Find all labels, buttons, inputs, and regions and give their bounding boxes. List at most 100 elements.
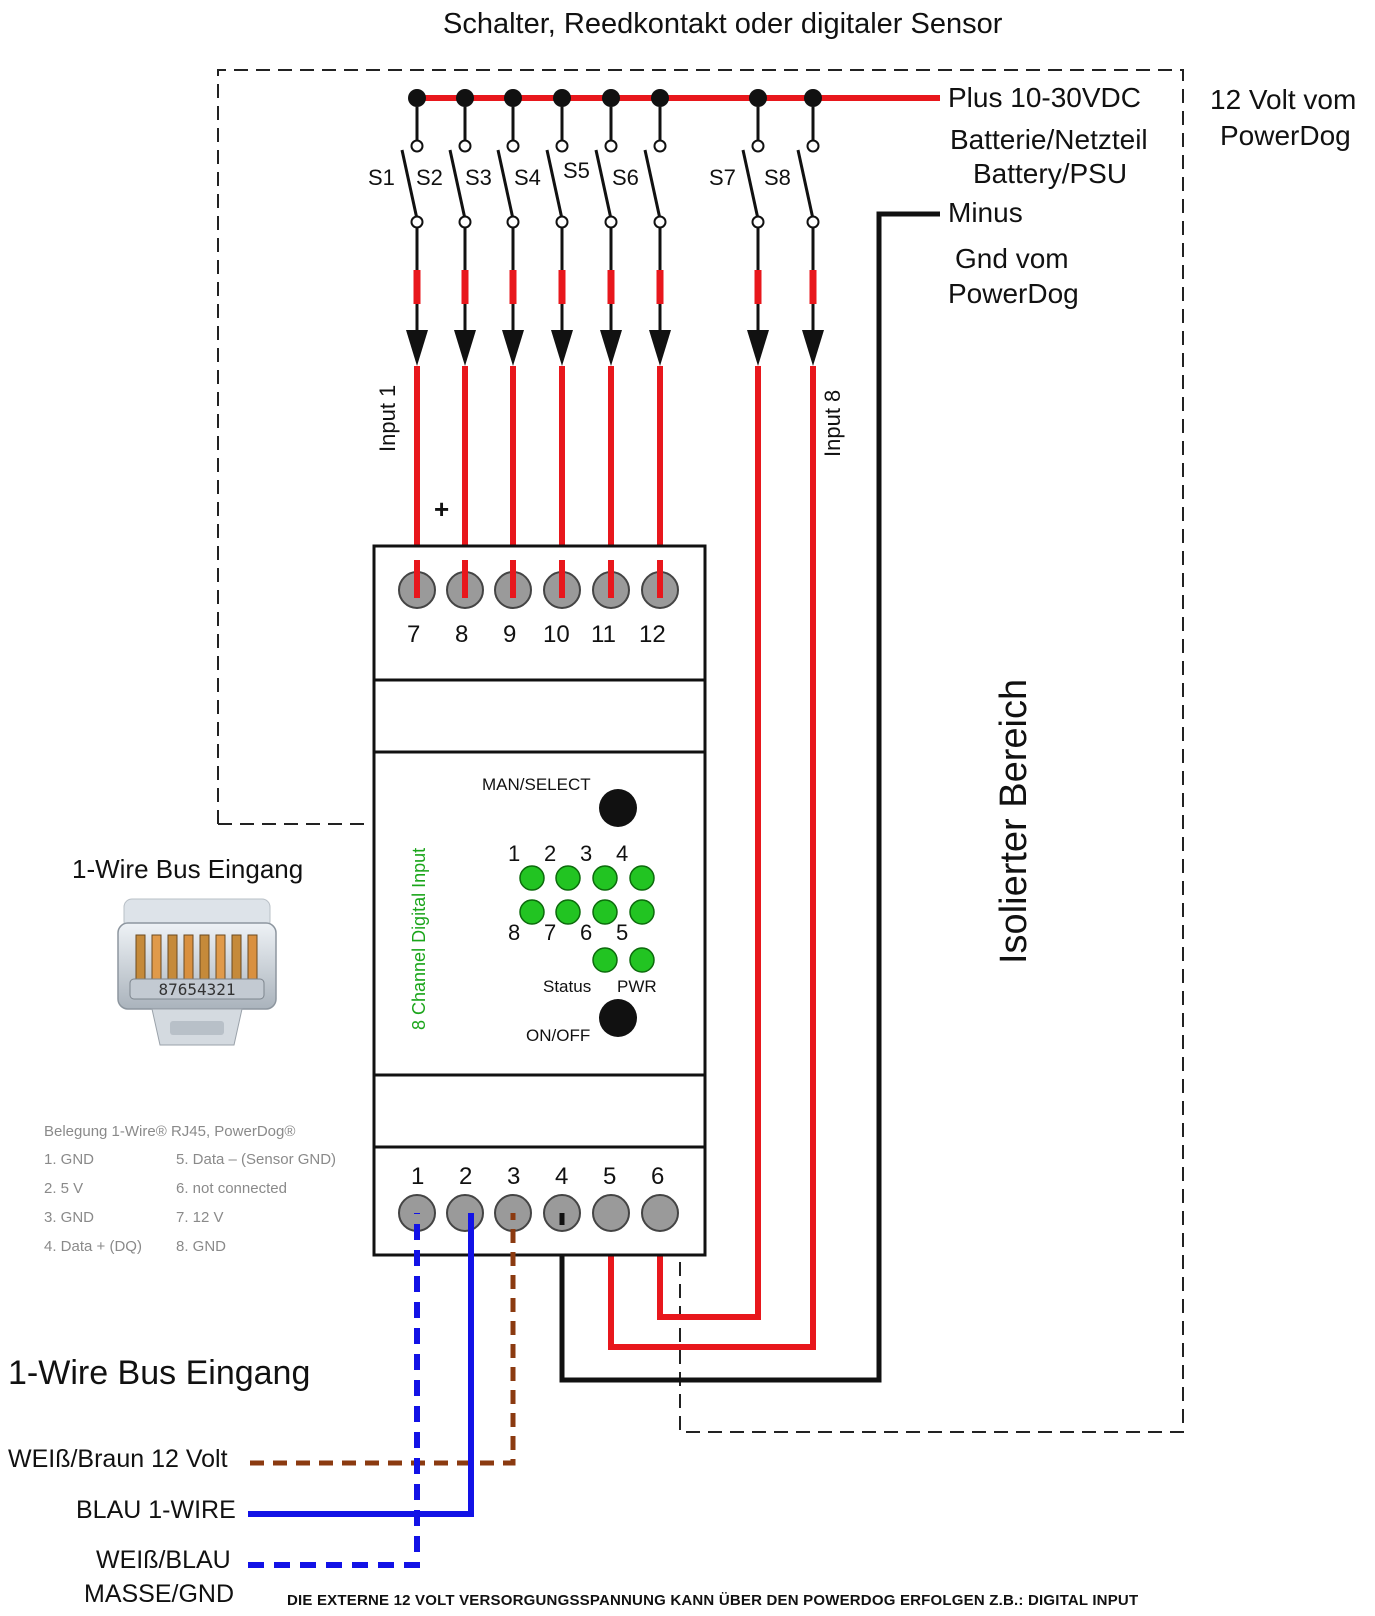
switch-label: S1 (368, 165, 395, 190)
terminal-number: 5 (603, 1163, 617, 1190)
input-8-label: Input 8 (820, 389, 845, 457)
wire-white-brown-label: WEIß/Braun 12 Volt (8, 1445, 228, 1473)
rj45-pin (215, 934, 226, 980)
channel-led (519, 865, 545, 891)
terminal-number: 12 (639, 621, 666, 648)
switch-label: S8 (764, 165, 791, 190)
terminal-number: 10 (543, 621, 570, 648)
switch-contact (458, 215, 472, 229)
input-arrow (502, 330, 524, 366)
terminal-number: 1 (411, 1163, 425, 1190)
switch-contact (604, 215, 618, 229)
switch-contact (506, 215, 520, 229)
switch-blade (796, 149, 815, 220)
bus-junction-dot (804, 89, 822, 107)
onewire-heading-small: 1-Wire Bus Eingang (72, 854, 304, 884)
terminal-number: 7 (407, 621, 421, 648)
led-number: 5 (616, 920, 629, 945)
rj45-pin (151, 934, 162, 980)
channel-led (555, 865, 581, 891)
rj45-pin (247, 934, 258, 980)
diagram-title: Schalter, Reedkontakt oder digitaler Sen… (443, 8, 1003, 40)
input-7-wire (657, 366, 761, 1320)
switch-blade (545, 149, 564, 220)
switch-blade (448, 149, 467, 220)
switch-label: S7 (709, 165, 736, 190)
pinout-pin: 5. Data – (Sensor GND) (176, 1151, 337, 1168)
onewire-heading-big: 1-Wire Bus Eingang (8, 1354, 311, 1392)
wire-gnd-label: MASSE/GND (84, 1580, 235, 1608)
bottom-spacer (372, 1073, 707, 1149)
screw-terminal (641, 1194, 679, 1232)
switch-contact (653, 215, 667, 229)
switch-blade (643, 149, 662, 220)
switch-label: S2 (416, 165, 443, 190)
terminal-number: 8 (455, 621, 469, 648)
screw-terminal (446, 1194, 484, 1232)
terminal-number: 9 (503, 621, 517, 648)
on-off-button (599, 999, 637, 1037)
switch-contact (604, 139, 618, 153)
rj45-pin-numbers: 87654321 (158, 980, 235, 999)
screw-terminal (592, 1194, 630, 1232)
white-brown-wire (250, 1213, 516, 1466)
isolated-area-label: Isolierter Bereich (993, 678, 1035, 964)
input-arrow (747, 330, 769, 366)
pinout-pin: 3. GND (44, 1209, 95, 1226)
minus-wire (559, 211, 940, 1383)
terminal-number: 2 (459, 1163, 473, 1190)
led-number: 6 (580, 920, 593, 945)
bus-junction-dot (408, 89, 426, 107)
led-number: 2 (544, 841, 557, 866)
minus-label: Minus (948, 197, 1023, 228)
channel-led (592, 899, 618, 925)
powerdog-12v-line2: PowerDog (1220, 120, 1351, 151)
top-terminal-block (372, 544, 707, 682)
bus-junction-dot (456, 89, 474, 107)
input-arrow (649, 330, 671, 366)
on-off-label: ON/OFF (526, 1026, 591, 1045)
switch-contact (653, 139, 667, 153)
terminal-number: 3 (507, 1163, 521, 1190)
pinout-pin: 2. 5 V (44, 1180, 84, 1197)
bus-junction-dot (504, 89, 522, 107)
channel-led (629, 899, 655, 925)
switch-blade (400, 149, 419, 220)
pwr-led-label: PWR (617, 977, 657, 996)
switch-label: S3 (465, 165, 492, 190)
blue-1wire-wire (248, 1213, 474, 1517)
rj45-pin (231, 934, 242, 980)
pinout-pin: 1. GND (44, 1151, 95, 1168)
plus-sign: + (434, 494, 450, 524)
terminal-number: 4 (555, 1163, 569, 1190)
powerdog-12v-line1: 12 Volt vom (1210, 84, 1357, 115)
input-1-label: Input 1 (375, 384, 400, 452)
channel-led (592, 865, 618, 891)
rj45-pin (183, 934, 194, 980)
led-number: 7 (544, 920, 557, 945)
channel-led (555, 899, 581, 925)
switch-label: S4 (514, 165, 541, 190)
switch-contact (751, 215, 765, 229)
channel-led (519, 899, 545, 925)
input-arrow (551, 330, 573, 366)
rj45-pin (135, 934, 146, 980)
bus-junction-dot (602, 89, 620, 107)
led-number: 4 (616, 841, 629, 866)
status-led-label: Status (543, 977, 592, 996)
switch-contact (555, 139, 569, 153)
bus-junction-dot (749, 89, 767, 107)
switch-contact (806, 139, 820, 153)
pinout-title: Belegung 1-Wire® RJ45, PowerDog® (44, 1123, 296, 1140)
switch-blade (741, 149, 760, 220)
pwr-led (629, 947, 655, 973)
isolated-area-border (217, 69, 1184, 1433)
terminal-number: 11 (591, 621, 616, 648)
man-select-label: MAN/SELECT (482, 775, 591, 794)
gnd-label-line1: Gnd vom (955, 243, 1069, 274)
pinout-pin: 6. not connected (176, 1180, 287, 1197)
switch-contact (555, 215, 569, 229)
switch-blade (496, 149, 515, 220)
